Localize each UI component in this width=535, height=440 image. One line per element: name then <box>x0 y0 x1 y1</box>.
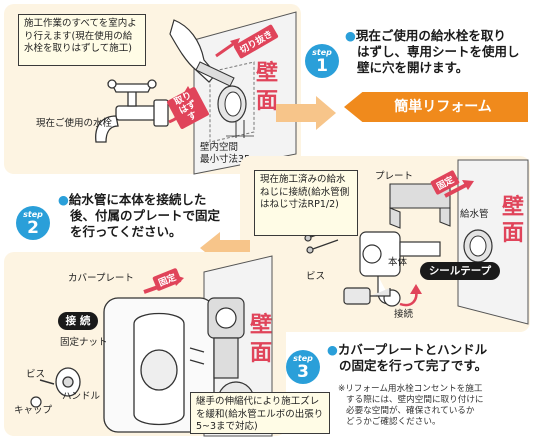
step3-note: 継手の伸縮代により施工ズレを緩和(給水管エルボの出張り5~3まで対応) <box>190 392 330 434</box>
reform-banner-label: 簡単リフォーム <box>394 99 492 115</box>
footnote-l3: 必要な空間が、確保されているか <box>346 406 475 416</box>
footnote-l2: する際には、壁内空間に取り付けに <box>346 395 484 405</box>
faucet-label: 現在ご使用の水栓 <box>36 118 112 130</box>
wall-space-title: 壁内空間 <box>200 142 239 153</box>
step3-badge: step 3 <box>286 350 320 384</box>
step1-desc: ●現在ご使用の給水栓を取り はずし、専用シートを使用し 壁に穴を開けます。 <box>345 28 535 76</box>
step1-wall-char1: 壁 <box>255 61 278 86</box>
step2-wall-char1: 壁 <box>501 195 524 220</box>
step2-desc-l2: 後、付属のプレートで固定 <box>70 208 221 223</box>
flow-arrow-1 <box>276 96 336 130</box>
step3-badge-num: 3 <box>297 362 309 382</box>
step2-badge: step 2 <box>16 206 50 240</box>
step1-desc-l3: 壁に穴を開けます。 <box>357 60 469 75</box>
reform-banner: 簡単リフォーム <box>344 92 528 122</box>
step2-badge-num: 2 <box>27 218 39 238</box>
cover-plate-label: カバープレート <box>68 273 134 284</box>
connect-pill: 接 続 <box>58 312 98 330</box>
step3-wall-char2: 面 <box>249 341 272 366</box>
elbow-drawing <box>343 287 391 305</box>
footnote-l4: どうかご確認ください。 <box>346 417 441 427</box>
cap-drawing <box>30 396 42 408</box>
screw-label-3: ビス <box>26 369 46 380</box>
wall-surface-2 <box>457 159 529 325</box>
cover-plate-drawing <box>103 297 215 433</box>
step2-badge-word: step <box>23 210 43 219</box>
body-label: 本体 <box>388 257 408 268</box>
screw-3 <box>39 379 55 385</box>
screw-label-2: ビス <box>306 271 326 282</box>
faucet-label-text: 現在ご使用の水栓 <box>36 118 113 129</box>
step2-wall-char2: 面 <box>501 221 524 246</box>
step3-wall-char1: 壁 <box>249 313 272 338</box>
step2-desc-l1: 給水管に本体を接続した <box>68 192 207 207</box>
step2-note: 現在施工済みの給水ねじに接続(給水管側はねじ寸法RP1/2) <box>254 170 358 236</box>
cut-arrow <box>215 40 237 58</box>
step2-illustration <box>304 159 529 325</box>
step3-footnote: ※リフォーム用水栓コンセントを施工 する際には、壁内空間に取り付けに 必要な空間… <box>338 384 534 428</box>
step3-badge-word: step <box>293 354 313 363</box>
fix-arrow <box>444 182 469 198</box>
wall-space-label: 壁内空間 最小寸法35㎜ <box>200 142 260 166</box>
plate-label: プレート <box>375 171 414 182</box>
step1-badge: step 1 <box>305 44 339 78</box>
step1-illustration <box>95 11 297 175</box>
handle-drawing <box>55 367 81 397</box>
step1-badge-word: step <box>312 48 332 57</box>
wall-space-min: 最小寸法35㎜ <box>200 154 260 165</box>
pipe-label: 給水管 <box>460 209 489 220</box>
step1-desc-l2: はずし、専用シートを使用し <box>357 44 520 59</box>
template-sheet <box>209 61 255 143</box>
footnote-l1: ※リフォーム用水栓コンセントを施工 <box>338 384 483 394</box>
remove-tag-text: 取りはずす <box>172 90 200 124</box>
step3-desc: ●カバープレートとハンドル の固定を行って完了です。 <box>327 342 532 374</box>
connect-label-2: 接続 <box>394 309 414 320</box>
step3-desc-l2: の固定を行って完了です。 <box>339 358 488 373</box>
seal-tape-pill: シールテープ <box>420 262 500 280</box>
step3-desc-l1: カバープレートとハンドル <box>337 342 488 357</box>
step1-desc-l1: 現在ご使用の給水栓を取り <box>355 28 506 43</box>
nut-label: 固定ナット <box>60 337 108 348</box>
step1-note: 施工作業のすべてを室内より行えます(現在使用の給水栓を取りはずして施工) <box>18 14 146 66</box>
step1-badge-num: 1 <box>316 56 328 76</box>
faucet-drawing <box>95 79 169 143</box>
step1-wall-char2: 面 <box>255 89 278 114</box>
step2-desc: ●給水管に本体を接続した 後、付属のプレートで固定 を行ってください。 <box>58 192 243 240</box>
step2-desc-l3: を行ってください。 <box>70 224 182 239</box>
body-unit-drawing <box>359 231 441 307</box>
cap-label: キャップ <box>14 405 53 416</box>
handle-label: ハンドル <box>62 391 101 402</box>
